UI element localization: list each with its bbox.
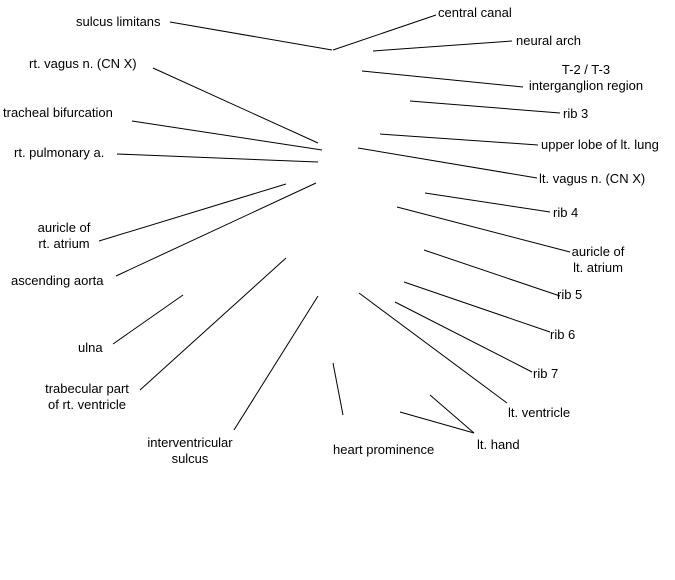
leader-lt-hand-a (429, 394, 475, 434)
label-rt-vagus: rt. vagus n. (CN X) (29, 56, 137, 71)
leader-rt-vagus (152, 67, 319, 144)
leader-lt-vagus (357, 147, 538, 179)
leader-ascending-aorta (115, 182, 317, 277)
leader-heart-prominence (332, 362, 344, 416)
label-lt-hand: lt. hand (477, 437, 520, 452)
leader-interventricular (233, 295, 319, 431)
label-rib7: rib 7 (533, 366, 559, 381)
label-lt-vagus: lt. vagus n. (CN X) (539, 171, 646, 186)
label-heart-prominence: heart prominence (333, 442, 435, 457)
label-interventricular-line2: sulcus (171, 451, 209, 466)
label-rib5: rib 5 (557, 287, 583, 302)
leader-sulcus-limitans (169, 21, 333, 51)
leader-upper-lobe (379, 133, 539, 146)
label-auricle-rt: auricle of rt. atrium (30, 220, 98, 252)
label-rt-pulmonary: rt. pulmonary a. (14, 145, 105, 160)
label-interventricular: interventricular sulcus (140, 435, 240, 467)
label-auricle-lt-line2: lt. atrium (573, 260, 623, 275)
label-auricle-lt-line1: auricle of (571, 244, 625, 259)
leader-rib7 (394, 301, 533, 373)
label-neural-arch: neural arch (516, 33, 582, 48)
label-central-canal: central canal (438, 5, 512, 20)
label-trabecular: trabecular part of rt. ventricle (32, 381, 142, 413)
label-tracheal: tracheal bifurcation (3, 105, 113, 120)
leader-lt-hand-b (399, 411, 475, 434)
label-ulna: ulna (78, 340, 103, 355)
label-t2-t3-line2: interganglion region (528, 78, 644, 93)
label-auricle-rt-line1: auricle of (37, 220, 91, 235)
label-upper-lobe: upper lobe of lt. lung (541, 137, 659, 152)
label-rib3: rib 3 (563, 106, 589, 121)
leader-rib5 (423, 249, 561, 297)
label-trabecular-line2: of rt. ventricle (47, 397, 127, 412)
leader-lt-ventricle (358, 292, 508, 404)
label-trabecular-line1: trabecular part (45, 381, 129, 396)
leader-rib4 (424, 192, 551, 213)
label-sulcus-limitans: sulcus limitans (76, 14, 161, 29)
label-interventricular-line1: interventricular (147, 435, 233, 450)
leader-auricle-rt (98, 183, 287, 242)
label-t2-t3-line1: T-2 / T-3 (561, 62, 611, 77)
leader-ulna (112, 294, 184, 345)
leader-t2-t3 (361, 70, 524, 88)
label-lt-ventricle: lt. ventricle (508, 405, 571, 420)
label-rib6: rib 6 (550, 327, 576, 342)
label-auricle-rt-line2: rt. atrium (38, 236, 90, 251)
leader-rt-pulmonary (116, 153, 319, 163)
label-t2-t3: T-2 / T-3 interganglion region (525, 62, 647, 94)
leader-central-canal (332, 14, 437, 51)
label-rib4: rib 4 (553, 205, 579, 220)
leader-auricle-lt (396, 206, 571, 253)
leader-rib3 (409, 100, 561, 114)
label-auricle-lt: auricle of lt. atrium (564, 244, 632, 276)
label-ascending-aorta: ascending aorta (11, 273, 104, 288)
leader-neural-arch (372, 40, 513, 52)
leader-tracheal (131, 120, 323, 151)
leader-trabecular (139, 257, 287, 391)
leader-rib6 (403, 281, 551, 333)
